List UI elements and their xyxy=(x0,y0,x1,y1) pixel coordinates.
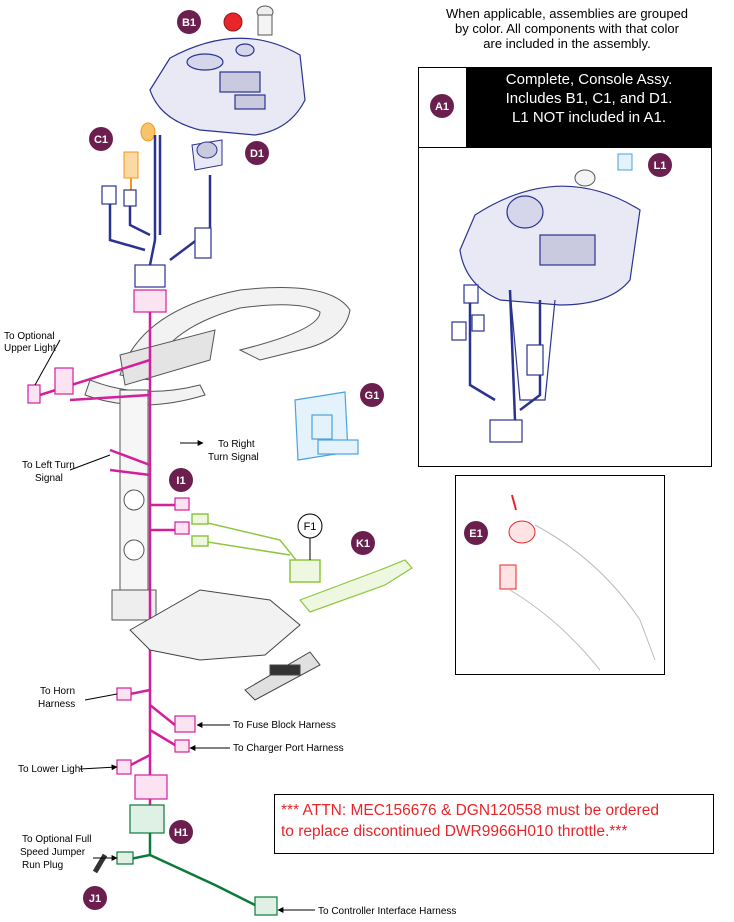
badge-e1: E1 xyxy=(464,521,488,545)
svg-text:F1: F1 xyxy=(304,521,317,533)
green-harness xyxy=(124,830,256,907)
svg-text:B1: B1 xyxy=(182,17,196,29)
badge-j1: J1 xyxy=(83,886,107,910)
bracket-part-k1 xyxy=(298,559,413,613)
a1-assembly-box: A1 Complete, Console Assy. Includes B1, … xyxy=(418,67,712,467)
svg-text:D1: D1 xyxy=(250,148,264,160)
label-jumper-2: Speed Jumper xyxy=(20,847,86,858)
badge-i1: I1 xyxy=(169,468,193,492)
badge-k1: K1 xyxy=(351,531,375,555)
color-grouping-note: When applicable, assemblies are grouped … xyxy=(408,6,726,51)
svg-text:L1: L1 xyxy=(654,160,667,172)
label-jumper-3: Run Plug xyxy=(22,860,63,871)
knob-part-b1 xyxy=(223,5,274,36)
label-horn-1: To Horn xyxy=(40,686,75,697)
a1-line-3: L1 NOT included in A1. xyxy=(512,109,666,126)
label-charger-port: To Charger Port Harness xyxy=(233,743,344,754)
label-right-turn-2: Turn Signal xyxy=(208,452,259,463)
label-optional-upper-light-2: Upper Light xyxy=(4,343,56,354)
label-controller: To Controller Interface Harness xyxy=(318,906,456,917)
a1-connectors xyxy=(451,284,544,443)
label-horn-2: Harness xyxy=(38,699,75,710)
label-fuse-block: To Fuse Block Harness xyxy=(233,720,336,731)
label-lower-light: To Lower Light xyxy=(18,764,83,775)
label-left-turn-2: Signal xyxy=(35,473,63,484)
a1-header: A1 Complete, Console Assy. Includes B1, … xyxy=(419,68,711,148)
svg-text:J1: J1 xyxy=(89,893,101,905)
attention-note: *** ATTN: MEC156676 & DGN120558 must be … xyxy=(274,794,714,854)
handlebar xyxy=(84,287,351,621)
svg-text:E1: E1 xyxy=(469,528,482,540)
svg-text:K1: K1 xyxy=(356,538,370,550)
note-line-2: by color. All components with that color xyxy=(454,21,679,36)
a1-knob xyxy=(574,153,633,187)
attention-line-1: *** ATTN: MEC156676 & DGN120558 must be … xyxy=(281,802,659,819)
badge-h1: H1 xyxy=(169,820,193,844)
label-right-turn-1: To Right xyxy=(218,439,255,450)
console-connectors xyxy=(101,185,212,288)
main-harness xyxy=(39,295,176,820)
bracket-part-g1 xyxy=(294,391,359,461)
note-line-3: are included in the assembly. xyxy=(483,36,651,51)
svg-text:I1: I1 xyxy=(176,475,185,487)
a1-line-1: Complete, Console Assy. xyxy=(505,71,673,88)
key-switch-d1 xyxy=(191,139,223,171)
a1-line-2: Includes B1, C1, and D1. xyxy=(505,90,673,107)
green-connectors xyxy=(116,804,278,916)
a1-console-illustration xyxy=(459,185,641,401)
a1-harness xyxy=(468,289,542,421)
console-assembly xyxy=(149,37,306,136)
attention-line-2: to replace discontinued DWR9966H010 thro… xyxy=(281,823,628,840)
a1-description: Complete, Console Assy. Includes B1, C1,… xyxy=(466,68,711,147)
badge-g1: G1 xyxy=(360,383,384,407)
badge-b1: B1 xyxy=(177,10,201,34)
svg-text:H1: H1 xyxy=(174,827,188,839)
svg-text:C1: C1 xyxy=(94,134,108,146)
leader-lines xyxy=(34,339,315,913)
lime-harness-f1 xyxy=(191,513,321,583)
e1-illustration xyxy=(499,494,656,671)
badge-c1: C1 xyxy=(89,127,113,151)
lower-shroud xyxy=(129,589,321,701)
e1-detail-box xyxy=(455,475,665,675)
switch-part-c1 xyxy=(123,122,156,200)
main-harness-connectors xyxy=(27,289,196,800)
svg-text:A1: A1 xyxy=(435,101,449,113)
label-left-turn-1: To Left Turn xyxy=(22,460,75,471)
badge-f1: F1 xyxy=(297,513,323,539)
svg-text:G1: G1 xyxy=(365,390,380,402)
badge-d1: D1 xyxy=(245,141,269,165)
label-optional-upper-light-1: To Optional xyxy=(4,331,55,342)
note-line-1: When applicable, assemblies are grouped xyxy=(445,6,689,21)
label-jumper-1: To Optional Full xyxy=(22,834,91,845)
a1-badge: A1 xyxy=(430,94,454,118)
badge-l1: L1 xyxy=(648,153,672,177)
